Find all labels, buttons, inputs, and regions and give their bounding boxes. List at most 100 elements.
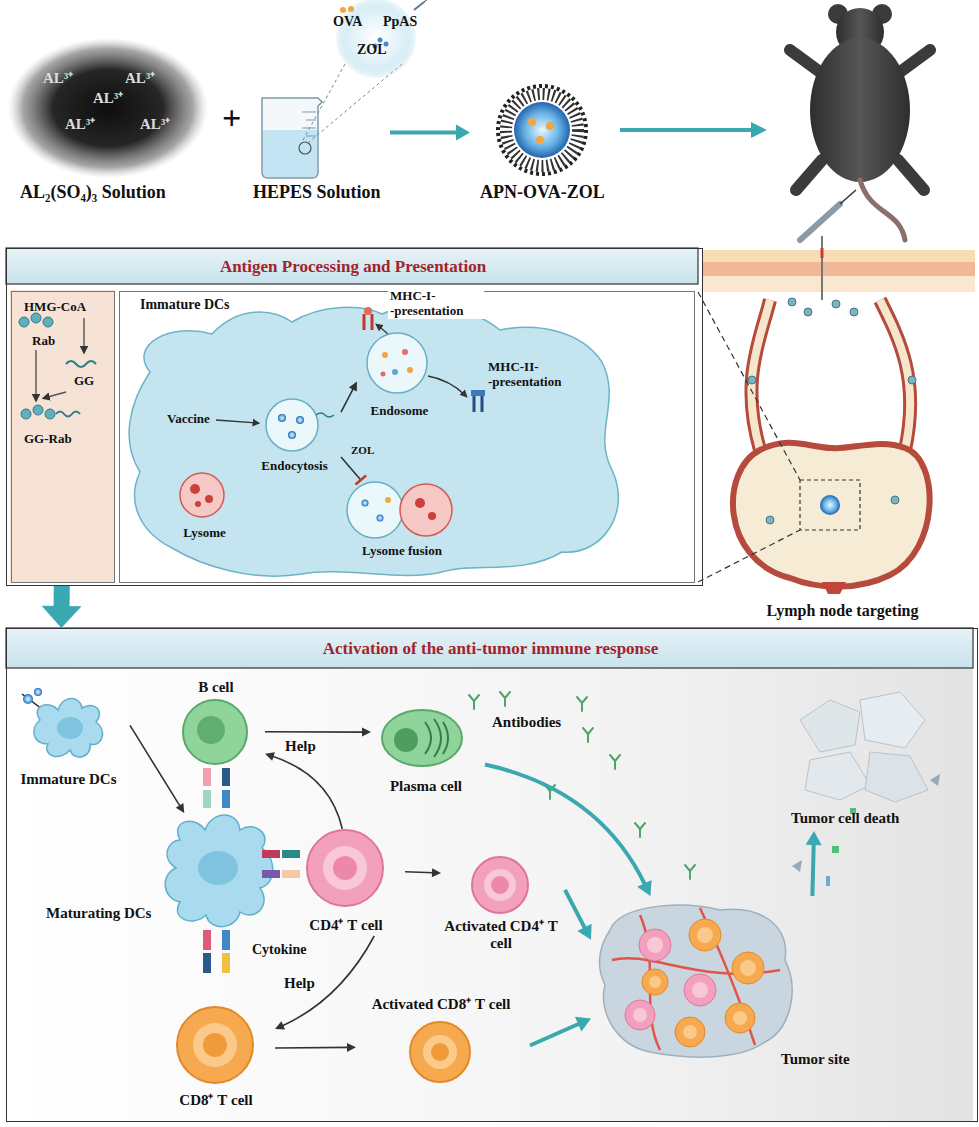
- lysosome-fusion: Lysome fusion: [332, 480, 476, 564]
- immune-cells: [22, 688, 695, 1083]
- connector: [130, 725, 184, 813]
- node-text: AL³⁺: [140, 116, 170, 133]
- immune-cells: [262, 850, 280, 858]
- flow-arrow: [620, 130, 762, 131]
- immune-cells: [469, 695, 479, 709]
- skin-and-lymph-node: [702, 250, 975, 262]
- immune-cells: [610, 755, 620, 769]
- dendritic-cell: Maturating DCs: [46, 813, 269, 926]
- dendritic-cell: [377, 515, 384, 522]
- word: cell: [440, 778, 462, 795]
- panel-fill: [6, 248, 698, 586]
- callout-label: +: [220, 98, 243, 137]
- skin-and-lymph-node: [751, 300, 910, 450]
- mevalonate-pathway: [44, 392, 66, 398]
- node-text: Activation of the anti-tumor immune resp…: [7, 639, 974, 659]
- immune-cells: [183, 700, 247, 764]
- immune-cells: [222, 790, 230, 808]
- dendritic-cell: [316, 413, 334, 417]
- skin-and-lymph-node: [702, 262, 975, 276]
- b-cell: B cell: [171, 679, 265, 767]
- word: of: [403, 639, 417, 659]
- immune-cells: [198, 851, 238, 885]
- skin-and-lymph-node: [822, 582, 846, 594]
- t-cell: CD8⁺ T cell: [161, 1006, 275, 1111]
- immune-cells: [491, 876, 509, 894]
- skin-and-lymph-node: [702, 276, 975, 292]
- connector-line: [485, 765, 646, 886]
- lymph-node: Lymph node targeting: [735, 430, 954, 623]
- cargo-bubble: [414, 2, 424, 10]
- dendritic-cell: Immature DCs: [11, 689, 130, 793]
- cell-panel: Immature DCsEndosomeEndocytosisLysomeLys…: [119, 291, 695, 583]
- word: CD4⁺: [510, 918, 544, 935]
- tumor: [697, 927, 713, 943]
- skin-and-lymph-node: [698, 236, 975, 594]
- dendritic-cell: [347, 482, 403, 538]
- mevalonate-pathway: [83, 318, 84, 352]
- dendritic-cell: [296, 416, 304, 424]
- tumor-debris: [930, 774, 940, 786]
- pathway-panel: HMG-CoARabGGGG-Rab: [11, 291, 115, 583]
- connector: [565, 890, 592, 940]
- connector: [485, 765, 652, 897]
- mevalonate-pathway: [66, 361, 96, 367]
- node-text: Plasma cell: [371, 778, 481, 795]
- word: node: [819, 602, 852, 620]
- buffer-beaker: HEPES Solution: [245, 80, 390, 205]
- node-text: ZOL: [357, 42, 387, 58]
- dendritic-cell: [364, 314, 372, 330]
- connector-line: [341, 388, 354, 412]
- edge-label: ZOL: [349, 444, 376, 457]
- mevalonate-pathway: [45, 409, 55, 419]
- connector-line: [405, 871, 434, 874]
- tumor: [732, 952, 764, 984]
- nanoparticle: [536, 136, 544, 144]
- tumor: [689, 919, 721, 951]
- cargo-bubble: [336, 0, 416, 78]
- t-cell: Activated CD4⁺ T cell: [441, 856, 565, 969]
- callout-label: Cytokine: [250, 942, 308, 958]
- cargo-bubble: [340, 7, 346, 13]
- panel-fill: [6, 628, 973, 668]
- node-text: APN-OVA-ZOL: [480, 182, 605, 203]
- tumor: [642, 969, 668, 995]
- immune-cells: [431, 1043, 449, 1061]
- node-text: Lysome: [167, 526, 242, 541]
- dendritic-cell: [278, 414, 286, 422]
- connector: [530, 1017, 591, 1046]
- dendritic-cell: [266, 399, 318, 451]
- arrow-head: [176, 803, 185, 813]
- immune-cells: [203, 953, 211, 973]
- immune-cells: [484, 869, 516, 901]
- panel-fill: [118, 290, 694, 582]
- cargo-bubble: [424, 0, 428, 2]
- word: Presentation: [395, 257, 486, 277]
- word: Activated: [372, 996, 434, 1013]
- node-text: Immature DCs: [140, 297, 230, 313]
- tumor: [633, 1008, 647, 1022]
- skin-and-lymph-node: [891, 496, 899, 504]
- word: Processing: [282, 257, 359, 277]
- tumor-debris: [800, 700, 860, 752]
- dendritic-cell: [205, 495, 213, 503]
- arrow-head: [362, 728, 371, 737]
- cargo-bubble: [336, 0, 428, 78]
- mouse: [790, 4, 930, 240]
- word: Endocytosis: [261, 459, 327, 474]
- node-text: CD4⁺ T cell: [291, 917, 401, 934]
- word: Lysome: [183, 526, 226, 541]
- immune-cells: [222, 930, 230, 950]
- beaker: [262, 64, 402, 178]
- node-text: AL³⁺: [93, 90, 123, 107]
- arrow-head: [577, 924, 591, 940]
- nanoparticle: [506, 94, 578, 166]
- tumor-debris: Tumor cell death: [781, 686, 946, 831]
- node-text: AL³⁺: [125, 70, 155, 87]
- immune-cells: [425, 719, 448, 757]
- node-text: GG: [74, 374, 94, 389]
- connector: [405, 868, 441, 877]
- mevalonate-pathway: [35, 350, 36, 400]
